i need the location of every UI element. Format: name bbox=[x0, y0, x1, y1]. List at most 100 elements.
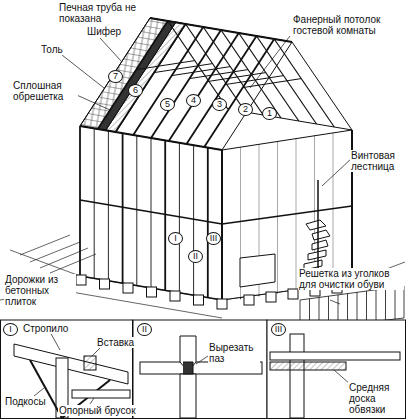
collar-tie bbox=[154, 64, 213, 73]
callout-number: 5 bbox=[160, 98, 175, 111]
rafter bbox=[151, 30, 221, 138]
rafter bbox=[204, 39, 274, 147]
middle-board bbox=[270, 362, 346, 370]
callout-number: II bbox=[188, 250, 203, 263]
angle-bar bbox=[376, 290, 377, 322]
door-opening bbox=[240, 254, 275, 287]
callout-number: 2 bbox=[238, 103, 253, 116]
notched-post bbox=[180, 336, 196, 418]
detail-panels bbox=[1, 320, 406, 419]
wall-stud bbox=[151, 138, 152, 288]
part-label: Печная труба не показана bbox=[58, 2, 140, 24]
insert-block bbox=[84, 356, 96, 370]
detail-panel-3 bbox=[267, 320, 406, 419]
rafter bbox=[169, 33, 239, 141]
callout-number: 1 bbox=[262, 107, 277, 120]
part-label: Винтовая лестница bbox=[350, 150, 404, 172]
callout-number: I bbox=[3, 323, 18, 336]
part-label: Сплошная обрешетка bbox=[12, 80, 78, 102]
wall-stud bbox=[94, 128, 95, 278]
callout-number: II bbox=[137, 323, 152, 336]
part-label: Решетка из уголков для очистки обуви bbox=[298, 268, 404, 290]
roof bbox=[80, 18, 352, 150]
detail-panel-1 bbox=[1, 320, 133, 419]
floor-beam bbox=[80, 200, 222, 224]
angle-bar bbox=[357, 292, 358, 323]
part-label: Опорный брусок bbox=[58, 405, 137, 416]
foundation-block bbox=[147, 287, 157, 297]
part-label: Толь bbox=[40, 44, 64, 55]
corner-post bbox=[221, 150, 223, 300]
angle-bar bbox=[366, 291, 367, 322]
part-label: Шифер bbox=[86, 26, 122, 37]
angle-bar bbox=[395, 287, 396, 319]
callout-number: I bbox=[168, 232, 183, 245]
notch bbox=[183, 362, 193, 374]
detail-panels bbox=[34, 388, 44, 396]
callout-number: 7 bbox=[108, 70, 123, 83]
roofing-felt bbox=[98, 21, 176, 130]
board bbox=[270, 352, 400, 360]
floor-beam-front bbox=[222, 206, 352, 224]
collar-tie bbox=[136, 61, 195, 70]
rafter bbox=[274, 39, 334, 127]
foundation-block bbox=[217, 299, 227, 309]
stair-post bbox=[317, 180, 319, 282]
part-label: Подкосы bbox=[4, 396, 47, 407]
wall-stud bbox=[122, 133, 124, 283]
collar-tie bbox=[190, 70, 249, 79]
wall-stud bbox=[79, 126, 81, 276]
detail-panels bbox=[90, 398, 94, 404]
roof-left-slope bbox=[80, 18, 292, 150]
ground-lines bbox=[20, 235, 96, 273]
foundation-block bbox=[76, 275, 86, 285]
foundation-block bbox=[170, 291, 180, 301]
leader-lines bbox=[330, 300, 340, 304]
callout-number: III bbox=[271, 323, 286, 336]
detail-panel-2 bbox=[133, 320, 267, 419]
rafter bbox=[257, 36, 317, 124]
part-label: Средняя доска обвязки bbox=[348, 382, 404, 415]
part-label: Дорожки из бетонных плиток bbox=[4, 274, 76, 307]
wall-stud bbox=[136, 136, 137, 286]
leader-lines bbox=[100, 38, 122, 62]
detail-panels bbox=[50, 332, 60, 350]
foundation-block bbox=[244, 295, 254, 305]
support-bar bbox=[72, 390, 130, 398]
rafter bbox=[98, 21, 168, 129]
leader-lines bbox=[50, 36, 352, 304]
foundation-block bbox=[194, 295, 204, 305]
wall-stud bbox=[164, 140, 166, 290]
callout-number: 3 bbox=[212, 98, 227, 111]
angle-bar bbox=[385, 288, 386, 320]
foundation-block bbox=[288, 289, 298, 299]
rafter bbox=[133, 27, 203, 135]
detail-panels bbox=[196, 356, 208, 364]
wall-stud bbox=[193, 145, 194, 295]
part-label: Фанерный потолок гостевой комнаты bbox=[292, 14, 390, 36]
callout-number: 6 bbox=[128, 84, 143, 97]
post bbox=[290, 334, 304, 418]
collar-tie bbox=[172, 67, 231, 76]
detail-panels bbox=[92, 348, 100, 356]
collar-tie bbox=[207, 73, 266, 82]
wall-stud bbox=[108, 131, 109, 281]
part-label: Стропило bbox=[22, 323, 69, 334]
part-label: Вставка bbox=[96, 337, 135, 348]
foundation-block bbox=[100, 279, 110, 289]
foundation-block bbox=[266, 292, 276, 302]
leader-lines bbox=[250, 36, 290, 88]
wall-stud bbox=[179, 143, 180, 293]
foundation-block bbox=[123, 283, 133, 293]
collar-tie bbox=[225, 76, 284, 85]
leader-lines bbox=[322, 158, 352, 186]
callout-number: III bbox=[206, 232, 221, 245]
rafter bbox=[187, 36, 257, 144]
rafter bbox=[116, 24, 186, 132]
wall-stud bbox=[207, 148, 209, 298]
part-label: Вырезать паз bbox=[208, 342, 260, 364]
callout-number: 4 bbox=[186, 94, 201, 107]
